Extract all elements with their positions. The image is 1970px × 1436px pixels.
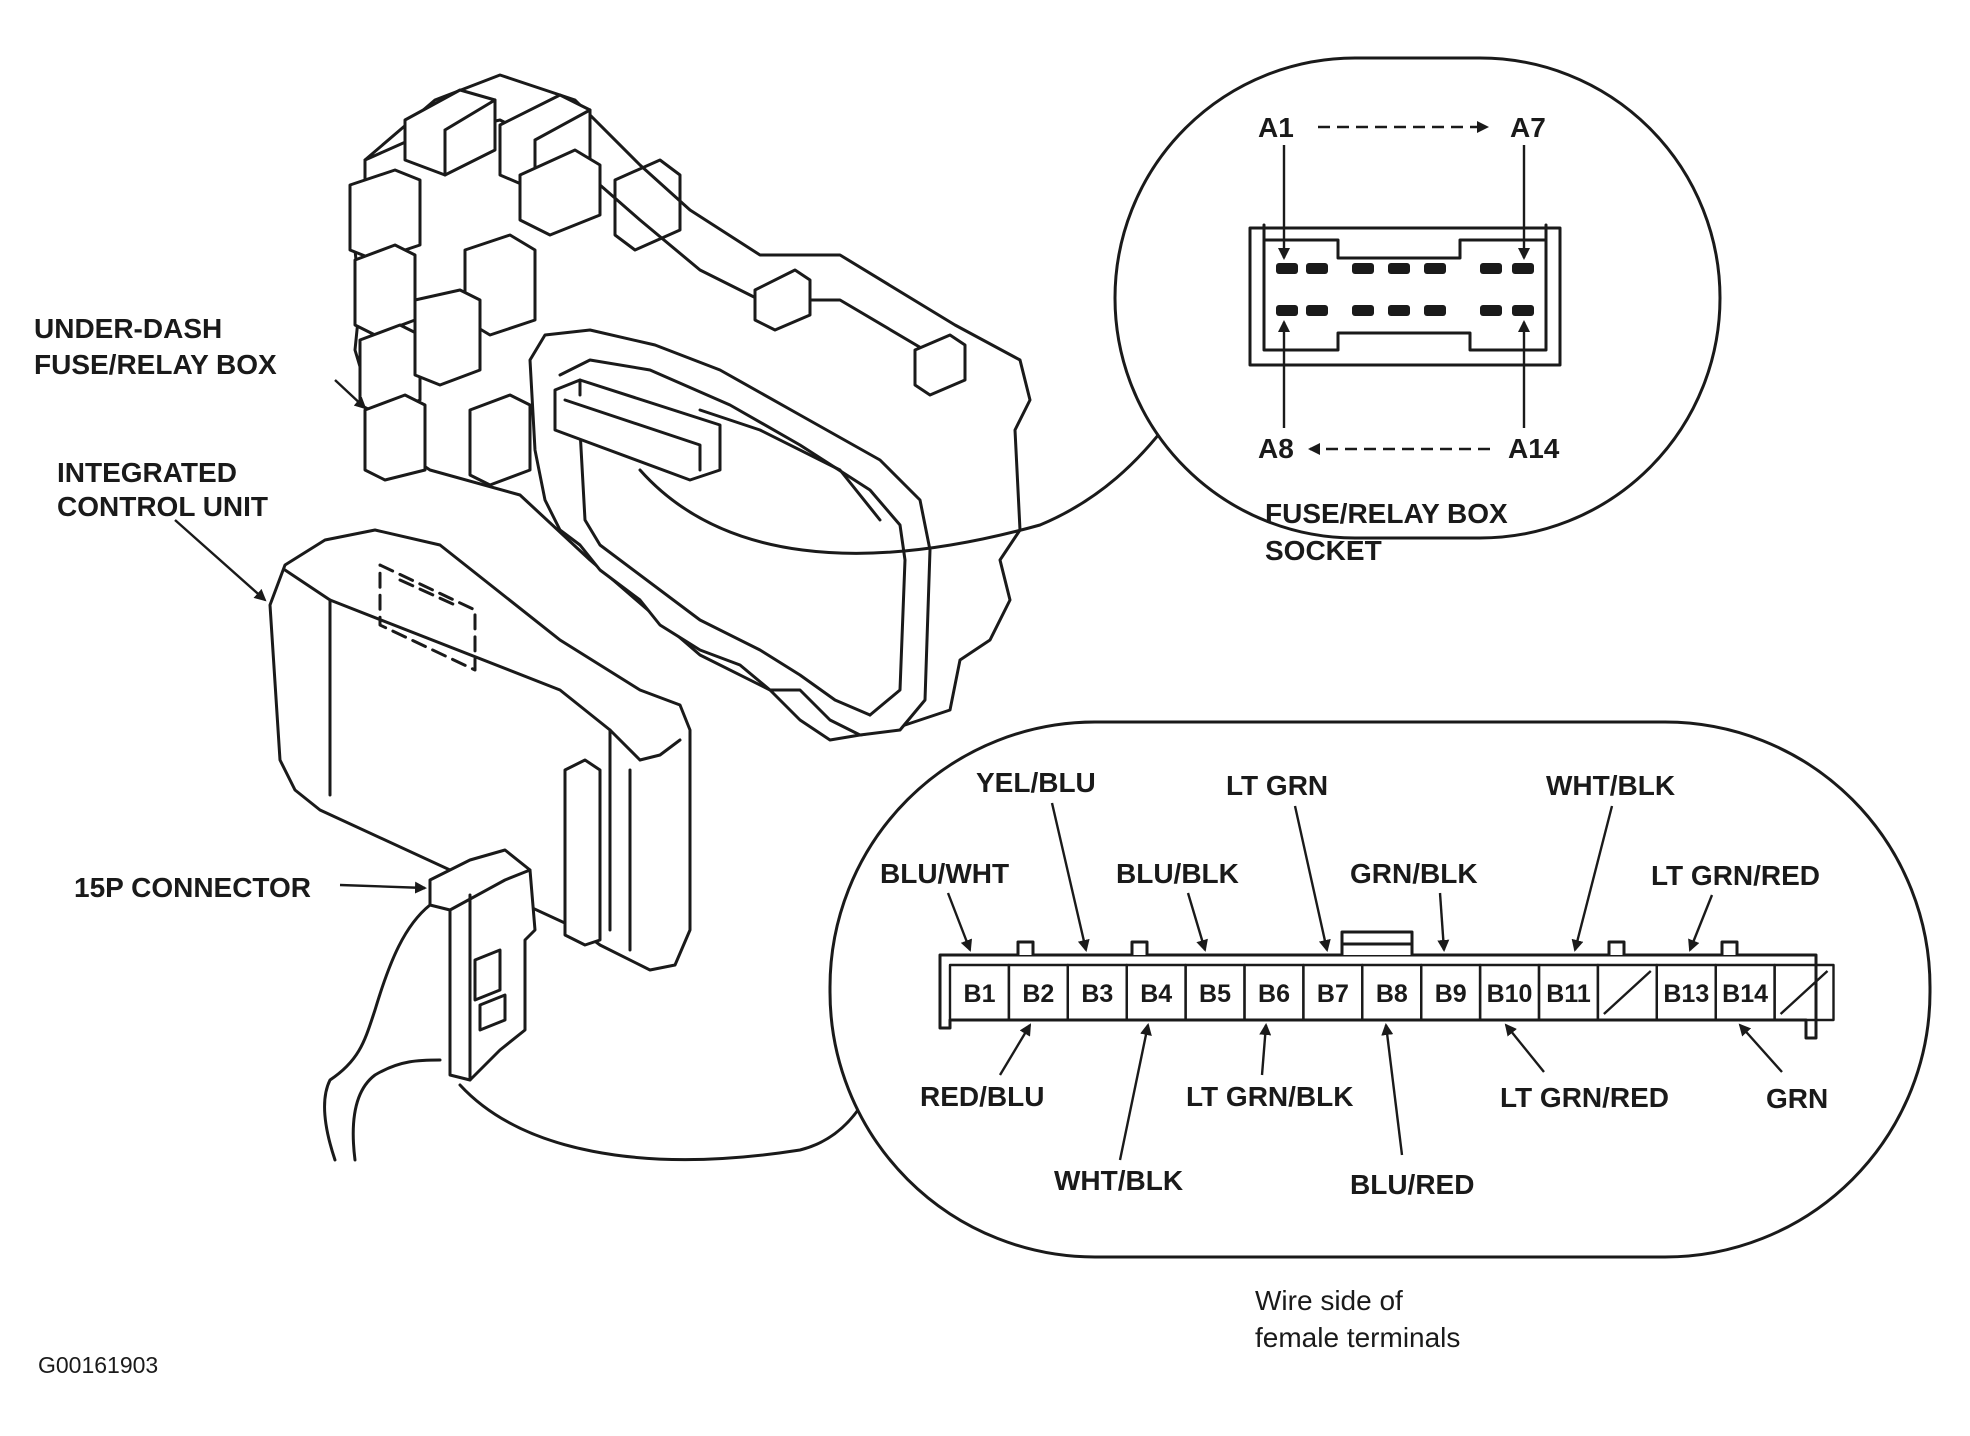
pin-label-b8: B8 — [1376, 980, 1408, 1008]
blank-pin-slash — [1603, 970, 1652, 1015]
pin-label-b10: B10 — [1487, 980, 1533, 1008]
pointer-b13 — [1688, 894, 1714, 952]
wire-label-b2: RED/BLU — [920, 1081, 1044, 1112]
pointer-b7 — [1293, 805, 1331, 952]
pin-label-b4: B4 — [1140, 980, 1172, 1008]
pin-label-a8: A8 — [1258, 433, 1294, 464]
socket-caption-line2: SOCKET — [1265, 535, 1382, 566]
socket-connection-curve — [638, 418, 1172, 555]
pin-label-b5: B5 — [1199, 980, 1231, 1008]
wire-label-b8: BLU/RED — [1350, 1169, 1474, 1200]
wire-label-b13: LT GRN/RED — [1651, 860, 1820, 891]
wire-label-b10: LT GRN/RED — [1500, 1082, 1669, 1113]
wire-label-b9: GRN/BLK — [1350, 858, 1478, 889]
control-unit-label: CONTROL UNIT — [57, 491, 268, 522]
pin-label-a14: A14 — [1508, 433, 1560, 464]
wire-label-b11: WHT/BLK — [1546, 770, 1675, 801]
under-dash-label: UNDER-DASH — [34, 313, 222, 344]
leader-fuse-relay-box — [334, 379, 367, 410]
connector-connection-curve — [458, 1083, 872, 1162]
socket-detail-view: A1 A7 A8 A14 — [1113, 56, 1722, 540]
pointer-b2 — [998, 1023, 1032, 1076]
pin-label-b7: B7 — [1317, 980, 1349, 1008]
pointer-b11 — [1571, 805, 1614, 952]
wire-label-b3: YEL/BLU — [976, 767, 1096, 798]
pin-label-a1: A1 — [1258, 112, 1294, 143]
integrated-label: INTEGRATED — [57, 457, 237, 488]
pointer-b8 — [1381, 1023, 1404, 1156]
integrated-control-unit-drawing — [268, 528, 692, 972]
socket-caption-line1: FUSE/RELAY BOX — [1265, 498, 1508, 529]
pin-label-b3: B3 — [1081, 980, 1113, 1008]
pin-label-b11: B11 — [1546, 980, 1591, 1008]
figure-code: G00161903 — [38, 1352, 158, 1378]
pointer-b10 — [1504, 1023, 1545, 1073]
pointer-b14 — [1738, 1023, 1783, 1073]
pointer-b9 — [1437, 892, 1450, 952]
pointer-b3 — [1050, 802, 1090, 952]
leader-15p-connector — [339, 881, 427, 894]
pin-label-b13: B13 — [1663, 980, 1709, 1008]
pin-cell-empty — [1773, 963, 1835, 1022]
pin-label-b2: B2 — [1022, 980, 1054, 1008]
pointer-b6 — [1259, 1023, 1272, 1076]
wire-label-b6: LT GRN/BLK — [1186, 1081, 1353, 1112]
wire-labels-bottom: RED/BLU WHT/BLK LT GRN/BLK BLU/RED LT GR… — [920, 1023, 1828, 1200]
wire-side-caption-line2: female terminals — [1255, 1322, 1460, 1353]
blank-pin-slash — [1779, 970, 1829, 1015]
fuse-relay-box-label: FUSE/RELAY BOX — [34, 349, 277, 380]
pin-label-a7: A7 — [1510, 112, 1546, 143]
callout-labels: UNDER-DASH FUSE/RELAY BOX INTEGRATED CON… — [34, 313, 1508, 1378]
wire-label-b5: BLU/BLK — [1116, 858, 1239, 889]
15p-connector-label: 15P CONNECTOR — [74, 872, 311, 903]
pointer-b5 — [1186, 892, 1208, 952]
wire-label-b7: LT GRN — [1226, 770, 1328, 801]
pin-label-b9: B9 — [1435, 980, 1467, 1008]
connector-detail-view: B1 B2 B3 B4 B5 B6 B7 B8 B9 B10 B11 B13 B14 — [828, 720, 1932, 1259]
pin-label-b1: B1 — [964, 980, 996, 1008]
pin-label-b14: B14 — [1722, 980, 1768, 1008]
callout-leaders — [174, 379, 427, 894]
wire-side-caption-line1: Wire side of — [1255, 1285, 1403, 1316]
wire-label-b1: BLU/WHT — [880, 858, 1009, 889]
connector-pin-row: B1 B2 B3 B4 B5 B6 B7 B8 B9 B10 B11 B13 B14 — [948, 963, 1835, 1022]
wire-label-b4: WHT/BLK — [1054, 1165, 1183, 1196]
pin-label-b6: B6 — [1258, 980, 1290, 1008]
15p-connector-drawing — [323, 848, 537, 1162]
pointer-b1 — [946, 892, 972, 952]
wire-labels-top: BLU/WHT YEL/BLU BLU/BLK LT GRN GRN/BLK W… — [880, 767, 1820, 952]
leader-control-unit — [174, 519, 267, 602]
wire-label-b14: GRN — [1766, 1083, 1828, 1114]
pointer-b4 — [1118, 1023, 1152, 1161]
